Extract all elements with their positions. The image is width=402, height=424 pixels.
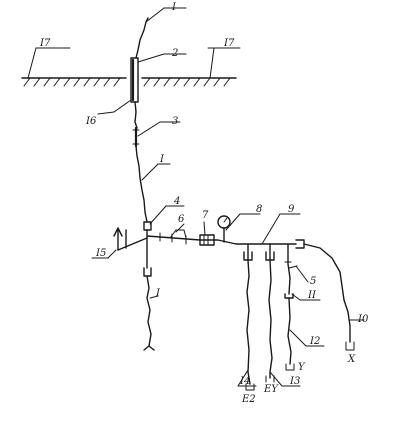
connector-4 [143,221,152,231]
upper-mid-wire [134,101,138,129]
label-12: I2 [309,336,320,347]
terminal-y: Y [298,362,306,373]
label-1-bottom: I [155,288,161,299]
label-14: I4 [239,376,250,387]
label-16: I6 [85,116,97,127]
pressure-gauge-icon [217,215,231,243]
box-7 [199,234,215,246]
label-wire: I [159,154,165,165]
label-13: I3 [289,376,300,387]
label-17-left: I7 [39,38,51,49]
drop-14 [246,243,251,385]
terminal-e1: EY [263,384,279,395]
middle-wire [135,145,148,223]
label-11: II [307,290,317,301]
drop-13 [268,243,273,379]
leader-lines [27,7,365,387]
bottom-wire [146,275,152,347]
terminal-x: X [347,354,356,365]
terminal-e2: E2 [241,394,256,405]
label-2: 2 [171,48,178,59]
label-17-right: I7 [223,38,235,49]
label-10: I0 [357,314,369,325]
ground-hatch-icon [21,77,237,87]
top-wire [135,17,149,59]
component-6 [169,229,187,239]
branch-12 [287,297,292,365]
label-15: I5 [95,248,106,259]
label-8: 8 [256,204,262,215]
label-9: 9 [288,204,295,215]
horizontal-trunk [146,235,297,245]
branch-5-11 [287,243,291,295]
label-6: 6 [178,214,185,225]
label-5: 5 [310,276,316,287]
label-4: 4 [173,196,180,207]
antenna-15 [113,227,148,251]
label-1-top: I [171,2,177,13]
label-3: 3 [172,116,178,127]
label-7: 7 [202,210,209,221]
branch-10 [303,243,351,343]
